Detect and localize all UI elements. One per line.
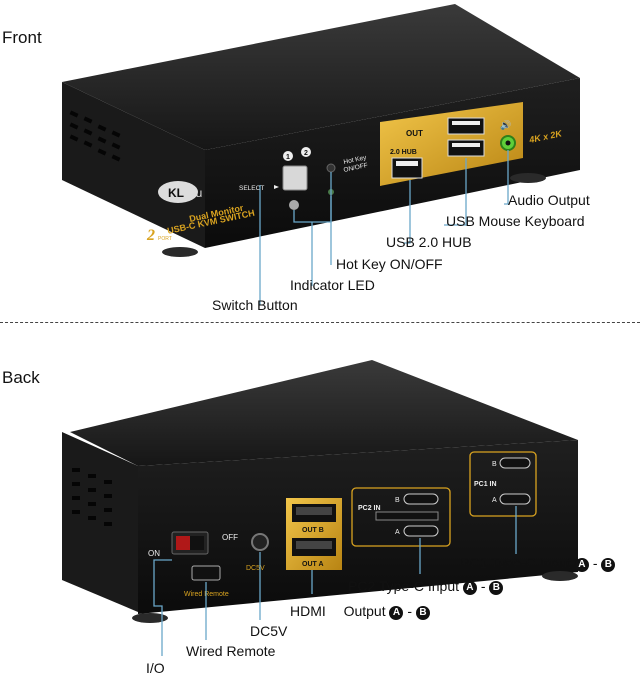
back-foot-left (132, 613, 168, 623)
port-2-badge (301, 147, 311, 157)
back-device-face (138, 440, 578, 614)
circle-a-icon: A (462, 581, 477, 595)
callout-output-dash: - (407, 603, 413, 619)
pc1-a-letter: A (492, 497, 497, 504)
pc1-b-letter: B (492, 461, 497, 468)
back-pc1-label: PC1 IN (474, 481, 497, 488)
back-section-title: Back (2, 368, 40, 387)
front-select-label: SELECT (239, 185, 264, 192)
front-device: KL au Dual Monitor USB-C KVM SWITCH 2 PO… (62, 4, 580, 305)
back-device: ON OFF Wired Remote DC5V OUT B OUT A PC2… (62, 360, 578, 656)
callout-pc1-input: PC1 Type-C Input A - B (460, 555, 616, 572)
indicator-led-1 (289, 200, 299, 210)
pc2-b-letter: B (395, 497, 400, 504)
callout-switch-button: Switch Button (212, 297, 298, 313)
front-hotkey-label-2: ON/OFF (343, 162, 369, 174)
audio-callout-line (504, 150, 509, 205)
front-ports-word: PORT (158, 236, 172, 242)
hotkey-button (326, 163, 336, 173)
select-arrow-icon (274, 185, 279, 189)
dc5v-port (251, 533, 269, 551)
port-2-number: 2 (304, 150, 308, 157)
callout-indicator-led: Indicator LED (290, 277, 375, 293)
back-off-label: OFF (222, 533, 238, 542)
usb-kbd-callout-line (444, 158, 467, 226)
callout-hdmi-text: HDMI (290, 603, 326, 619)
back-callout-lines (153, 506, 517, 656)
callout-audio-output: Audio Output (508, 192, 590, 208)
back-on-label: ON (148, 549, 160, 558)
callout-usb-hub: USB 2.0 HUB (386, 234, 472, 250)
pc1-input-frame (469, 451, 537, 517)
pc2-a-letter: A (395, 529, 400, 536)
back-pc2-label: PC2 IN (358, 505, 381, 512)
speaker-icon: 🔊 (500, 119, 511, 131)
section-divider (0, 322, 640, 323)
front-logo-rest: au (189, 186, 202, 200)
usb-mouse-port (447, 139, 485, 157)
callout-pc2-dash: - (480, 578, 486, 594)
pc2-port-b (403, 493, 439, 505)
front-section-title: Front (2, 28, 42, 47)
pc2-port-a (403, 525, 439, 537)
pc2-input-frame (351, 487, 451, 547)
back-dc5v-label: DC5V (246, 565, 265, 572)
circle-b-icon: B (601, 558, 616, 572)
usb-keyboard-port (447, 117, 485, 135)
back-vents (72, 468, 112, 526)
callout-pc2-input: PC2 Type-C Input A - B (348, 578, 504, 595)
circle-a-icon: A (574, 558, 589, 572)
callout-wired-remote: Wired Remote (186, 643, 276, 659)
back-out-a-label: OUT A (302, 561, 324, 568)
port-1-number: 1 (286, 154, 290, 161)
front-logo-k: KL (168, 186, 184, 200)
callout-output-text: Output (343, 603, 386, 619)
pc1-port-b (499, 457, 531, 469)
back-foot-right (542, 571, 578, 581)
front-logo-oval (158, 181, 198, 203)
front-device-top (62, 4, 580, 150)
front-vents (69, 110, 121, 162)
io-callout-line (153, 559, 172, 656)
back-device-top (70, 360, 578, 466)
front-callout-lines (259, 150, 509, 305)
usb-hub-callout-line (404, 180, 411, 244)
callout-pc2-text: PC2 Type-C Input (348, 578, 460, 594)
callout-io: I/O (146, 660, 165, 676)
callout-dc5v: DC5V (250, 623, 288, 639)
wired-remote-port (191, 565, 221, 581)
circle-a-icon: A (389, 606, 404, 620)
callout-usb-mouse-keyboard: USB Mouse Keyboard (446, 213, 585, 229)
front-out-label: OUT (406, 129, 423, 138)
circle-b-icon: B (489, 581, 504, 595)
pc1-port-a (499, 493, 531, 505)
front-ports-digit: 2 (146, 227, 155, 244)
pc2-sd-slot (375, 511, 439, 521)
callout-hot-key: Hot Key ON/OFF (336, 256, 443, 272)
callout-pc1-dash: - (592, 555, 598, 571)
circle-b-icon: B (415, 606, 430, 620)
select-switch-button (282, 165, 308, 191)
front-usb-label: 2.0 HUB (390, 149, 417, 156)
front-device-left-side (62, 82, 205, 248)
back-out-b-label: OUT B (302, 527, 324, 534)
front-foot-right (510, 173, 546, 183)
callout-hdmi-output: HDMI Output A - B (290, 603, 430, 620)
callout-pc1-text: PC1 Type-C Input (460, 555, 572, 571)
front-hotkey-label-1: Hot Key (343, 154, 368, 166)
back-device-left-side (62, 432, 138, 612)
port-1-badge (283, 151, 293, 161)
front-foot-left (162, 247, 198, 257)
